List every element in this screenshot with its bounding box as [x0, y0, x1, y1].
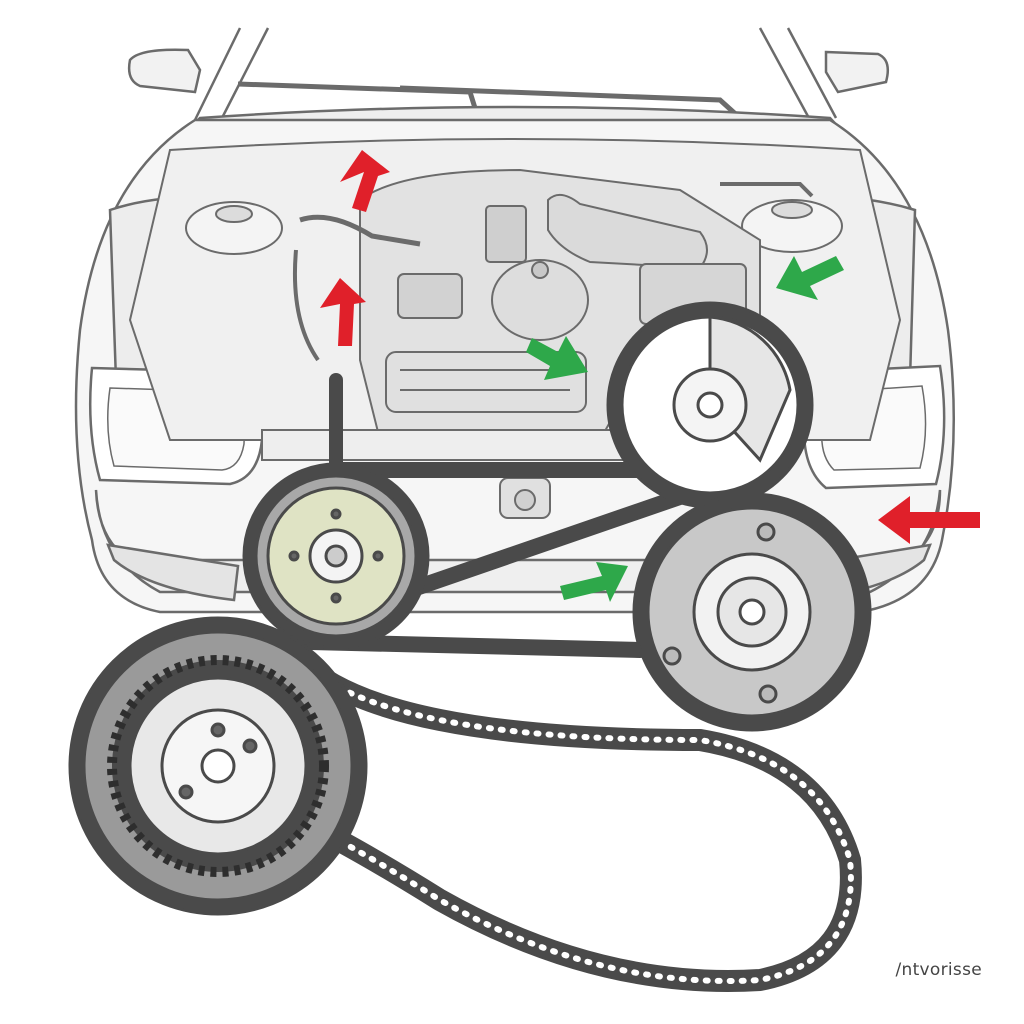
intake-pipe [547, 193, 708, 270]
red-arrow-lower-left [320, 278, 366, 346]
coolant-reservoir-left [185, 201, 283, 255]
green-arrow-upper-right [776, 256, 844, 300]
red-arrow-upper-left [340, 150, 390, 212]
watermark-text: /ntvorisse [895, 960, 982, 980]
alternator-pulley [606, 301, 814, 509]
idler-pulley [632, 492, 872, 732]
red-arrow-right [878, 496, 980, 544]
coolant-reservoir-right [741, 199, 843, 253]
belt-to-tensioner [402, 482, 708, 598]
green-arrow-lower-center [560, 562, 628, 602]
green-arrow-center [526, 336, 588, 380]
left-mirror [127, 48, 202, 94]
crankshaft-pulley [68, 616, 368, 916]
right-mirror [824, 50, 889, 94]
tensioner-pulley [242, 462, 430, 650]
